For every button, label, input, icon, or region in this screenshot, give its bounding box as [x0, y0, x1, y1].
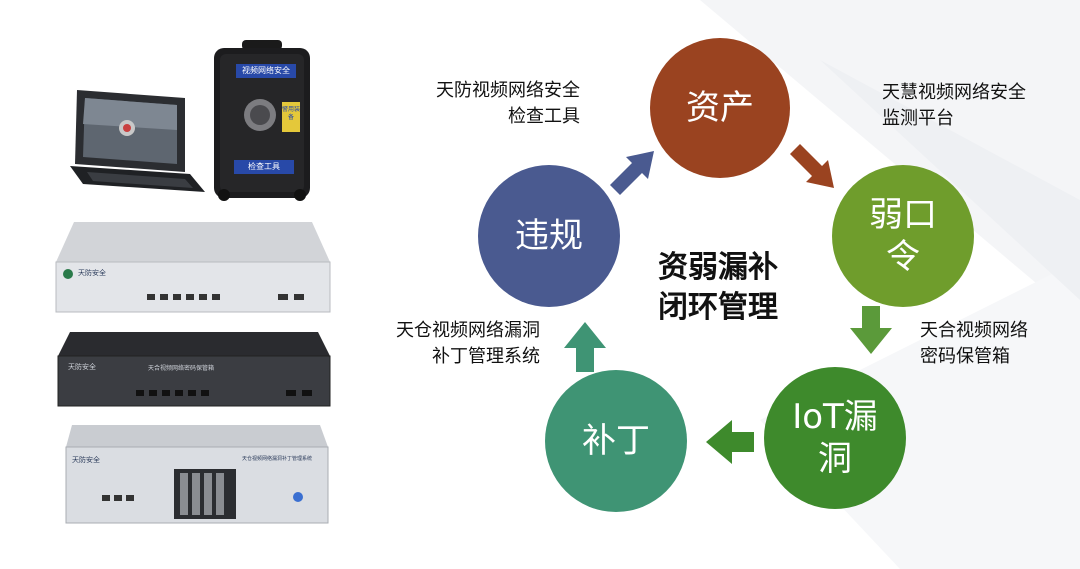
label-tianhui-line2: 监测平台 — [882, 108, 954, 129]
node-asset-label: 资产 — [686, 87, 754, 128]
label-tianhe-line1: 天合视频网络 — [920, 320, 1028, 341]
node-asset: 资产 — [650, 38, 790, 178]
case-label: 视频网络安全 — [236, 64, 296, 78]
label-tiancang-line2: 补丁管理系统 — [432, 346, 540, 367]
appliance-tianhe-image: 天防安全 天合视频网络密码保管箱 — [56, 332, 332, 412]
label-tianhe: 天合视频网络 密码保管箱 — [920, 318, 1060, 370]
center-title-line2: 闭环管理 — [658, 290, 778, 325]
arrow-asset-to-weak-password — [790, 144, 834, 188]
node-violation: 违规 — [478, 165, 620, 307]
appliance-brand: 天防安全 — [78, 269, 106, 277]
appliance2-brand: 天防安全 — [68, 363, 96, 371]
label-tiancang: 天仓视频网络漏洞 补丁管理系统 — [362, 318, 540, 370]
center-title-line1: 资弱漏补 — [658, 250, 778, 285]
node-iot-vulnerability: IoT漏 洞 — [764, 367, 906, 509]
case-bottom-label: 检查工具 — [248, 162, 280, 171]
case-badge: 警用装备 — [282, 106, 300, 121]
label-tiancang-line1: 天仓视频网络漏洞 — [396, 320, 540, 341]
node-weak-password-line1: 弱口 — [869, 194, 937, 235]
label-tianhui: 天慧视频网络安全 监测平台 — [882, 80, 1062, 132]
node-iot-line2: 洞 — [817, 439, 852, 479]
label-tianfang-line2: 检查工具 — [508, 106, 580, 127]
label-tianhe-line2: 密码保管箱 — [920, 346, 1010, 367]
node-weak-password-line2: 令 — [886, 237, 920, 277]
appliance2-label: 天合视频网络密码保管箱 — [148, 365, 215, 372]
arrow-violation-to-asset — [610, 151, 654, 195]
appliance-tianhui-image: 天防安全 — [52, 222, 332, 317]
diagram-center-title: 资弱漏补 闭环管理 — [658, 248, 798, 328]
rugged-tablet-image — [70, 90, 205, 192]
appliance-tiancang-image: 天防安全 天仓视频网络漏洞补丁管理系统 — [62, 425, 332, 525]
node-iot-line1: IoT漏 — [792, 396, 878, 437]
node-weak-password: 弱口 令 — [832, 165, 974, 307]
appliance3-brand: 天防安全 — [72, 456, 100, 464]
arrow-weak-password-to-iot — [850, 306, 892, 354]
label-tianhui-line1: 天慧视频网络安全 — [882, 82, 1026, 103]
label-tianfang: 天防视频网络安全 检查工具 — [408, 78, 580, 130]
appliance3-label: 天仓视频网络漏洞补丁管理系统 — [242, 456, 313, 462]
node-violation-label: 违规 — [515, 215, 583, 256]
node-patch-label: 补丁 — [582, 420, 650, 461]
inspection-case-image: 视频网络安全 警用装备 检查工具 — [212, 40, 312, 205]
arrow-patch-to-violation — [564, 322, 606, 372]
label-tianfang-line1: 天防视频网络安全 — [436, 80, 580, 101]
arrow-iot-to-patch — [706, 420, 754, 464]
node-patch: 补丁 — [545, 370, 687, 512]
